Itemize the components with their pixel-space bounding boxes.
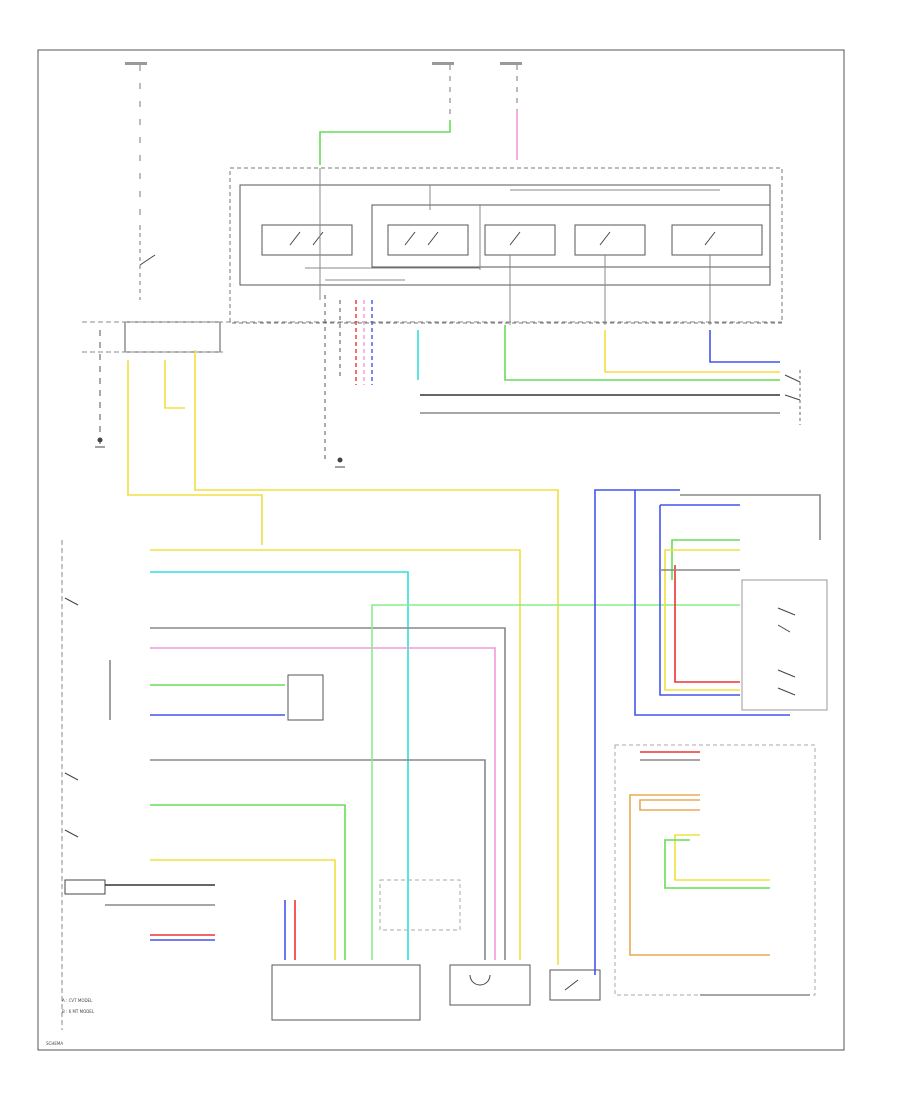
wire-yellow-main xyxy=(194,350,559,965)
module-internal-lines xyxy=(305,168,720,325)
right-lower-module xyxy=(614,744,816,996)
wire-blue-right-4 xyxy=(659,505,740,696)
wire-green-right-2 xyxy=(664,839,770,889)
corner-label: SCHEMA xyxy=(46,1041,63,1046)
wire-gray-lower-1 xyxy=(150,627,506,960)
wire-yellow-branch-2 xyxy=(164,360,185,409)
wire-blue-right xyxy=(709,330,780,363)
wire-gray-right-top xyxy=(680,494,821,540)
ground-symbols xyxy=(95,446,345,468)
wire-yellow-right xyxy=(604,330,780,373)
wire-yellow-right-3 xyxy=(674,834,770,881)
wire-light-green-feed xyxy=(319,120,451,165)
relay-inner-block xyxy=(371,204,771,268)
wire-green-lower-2 xyxy=(150,804,346,960)
relay-4 xyxy=(574,224,646,256)
relay-3 xyxy=(484,224,556,256)
wire-red-right xyxy=(674,565,740,683)
wire-orange-right-2 xyxy=(639,799,700,811)
sensor-box-left xyxy=(287,674,324,721)
wire-gray-lower-2 xyxy=(150,759,486,960)
relay-5 xyxy=(671,224,763,256)
wire-blue-right-bus xyxy=(594,489,680,975)
wire-yellow-branch xyxy=(127,360,263,545)
wire-yellow-lower xyxy=(150,549,521,960)
bottom-module-3 xyxy=(549,969,601,1001)
bottom-module-3-switch xyxy=(564,979,579,991)
left-unit-switches xyxy=(64,597,106,895)
relay-2 xyxy=(387,224,469,256)
wire-green-right xyxy=(671,539,740,580)
wire-pink-lower xyxy=(150,647,496,960)
control-unit-outline xyxy=(229,167,783,324)
relay-1 xyxy=(261,224,353,256)
module-connectors xyxy=(82,295,782,463)
diagram-border xyxy=(37,49,845,1051)
center-connector xyxy=(379,879,461,931)
bottom-module-2-symbol xyxy=(469,974,491,986)
right-switch-top xyxy=(784,370,801,425)
bottom-module-1 xyxy=(271,964,421,1021)
left-ignition-switch xyxy=(82,225,226,445)
legend-a: A : CVT MODEL xyxy=(62,998,93,1003)
wire-cyan-lower xyxy=(150,571,409,960)
wire-green-feed-right xyxy=(504,325,780,381)
right-switch-box xyxy=(741,579,828,711)
wire-yellow-lower-2 xyxy=(150,859,336,960)
right-switches xyxy=(777,607,796,696)
legend-b: B : 6 MT MODEL xyxy=(62,1009,95,1014)
wire-orange-right xyxy=(629,794,770,956)
bottom-module-2 xyxy=(449,964,531,1006)
wire-blue-right-2 xyxy=(634,490,790,716)
wire-light-green-mid xyxy=(371,604,740,960)
wire-yellow-right-2 xyxy=(664,549,740,691)
